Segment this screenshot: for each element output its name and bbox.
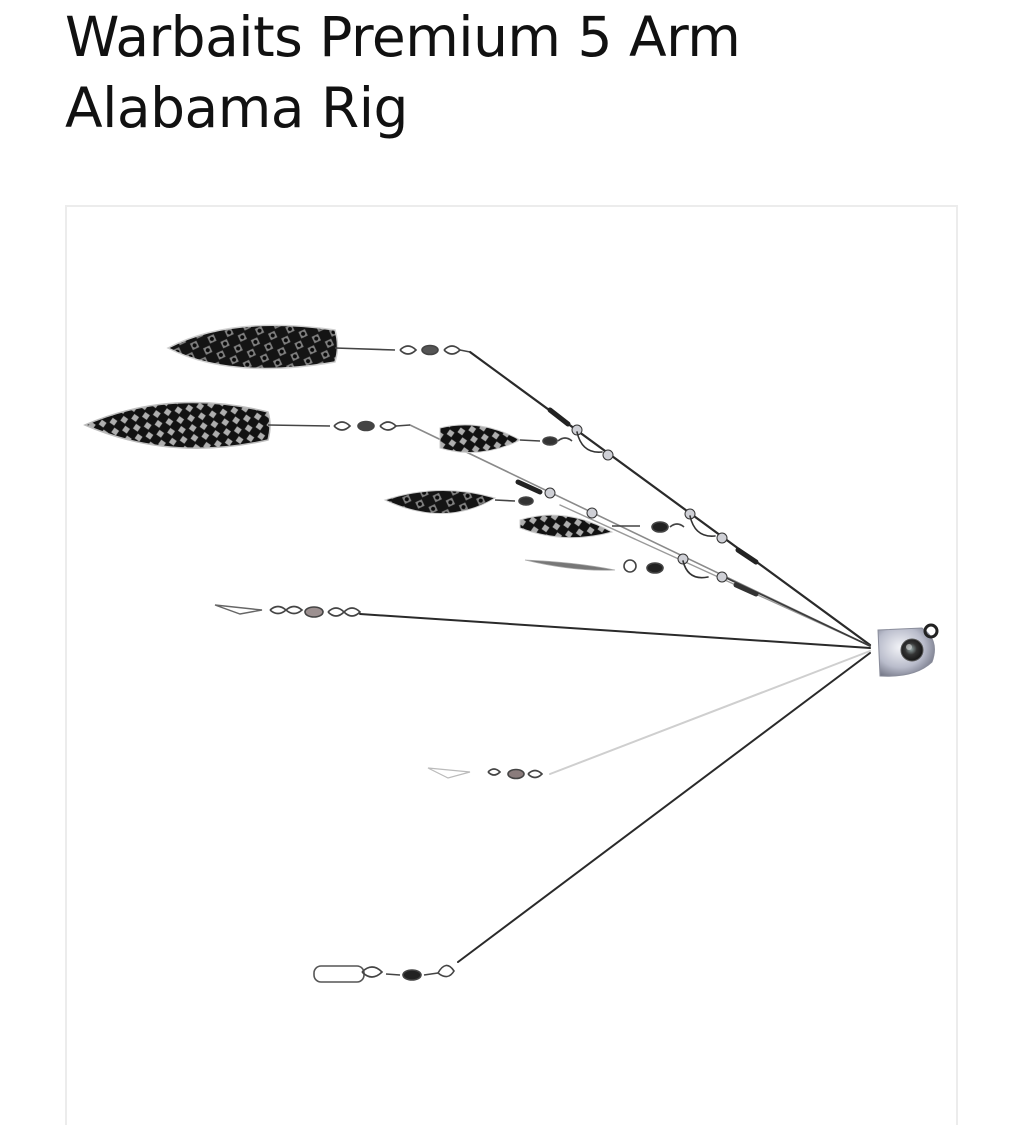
product-title: Warbaits Premium 5 Arm Alabama Rig — [65, 5, 741, 140]
jig-head — [877, 623, 939, 677]
rig-wires — [359, 350, 872, 963]
willow-blades — [83, 324, 616, 571]
product-image[interactable] — [0, 0, 1024, 1098]
swivel-chains — [214, 344, 685, 983]
